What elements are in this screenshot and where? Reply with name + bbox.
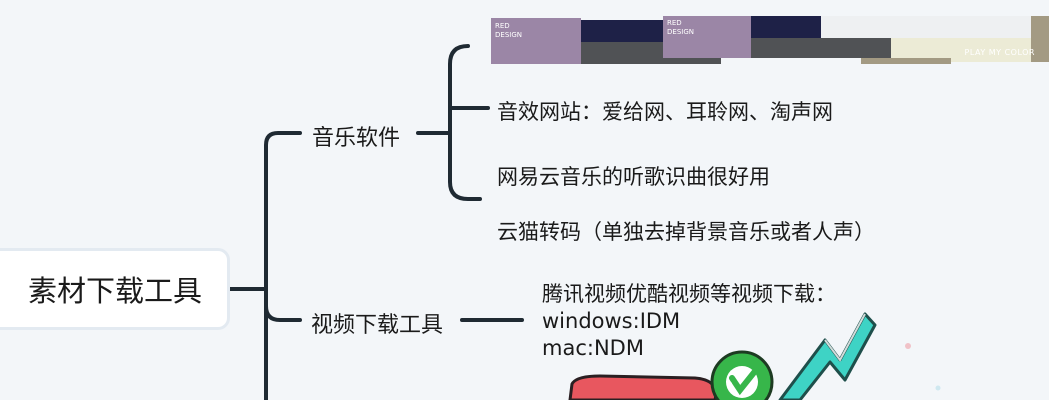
leaf-video-line-3: mac:NDM: [542, 336, 644, 360]
leaf-video-downloaders[interactable]: 腾讯视频优酷视频等视频下载： windows:IDM mac:NDM: [542, 281, 836, 362]
swatch-navy-1: [581, 20, 663, 42]
swatch-taupe-strip: [861, 58, 951, 64]
sticker-dot-2: [935, 385, 941, 391]
leaf-netease-music[interactable]: 网易云音乐的听歌识曲很好用: [497, 165, 770, 189]
decorative-sticker: [568, 312, 941, 400]
swatch-mauve-1: [491, 18, 581, 64]
music-bracket: [448, 44, 482, 201]
leaf-yunmao-transcode[interactable]: 云猫转码（单独去掉背景音乐或者人声）: [497, 220, 875, 244]
sticker-check-icon: [729, 367, 759, 396]
topic-music-software[interactable]: 音乐软件: [312, 126, 401, 151]
root-label: 素材下载工具: [27, 274, 202, 308]
topic-video-download[interactable]: 视频下载工具: [311, 313, 444, 338]
swatch-gray-2: [751, 38, 891, 58]
root-node[interactable]: 素材下载工具: [0, 248, 230, 330]
swatch-navy-2: [751, 16, 821, 38]
brand-text-2: RED DESIGN: [667, 19, 694, 36]
color-palette-banner: RED DESIGN RED DESIGN PLAY MY COLOR: [491, 14, 1049, 64]
brand-text-1: RED DESIGN: [495, 22, 522, 39]
trunk-connector: [264, 131, 302, 400]
sticker-red-shape: [568, 374, 718, 400]
leaf-video-line-2: windows:IDM: [542, 309, 681, 333]
swatch-taupe: [1031, 16, 1049, 62]
swatch-light-gray: [821, 16, 1049, 38]
sticker-teal-shape: [778, 312, 877, 400]
sticker-dot-1: [905, 343, 911, 349]
banner-note: PLAY MY COLOR: [964, 48, 1035, 57]
leaf-sound-sites[interactable]: 音效网站：爱给网、耳聆网、淘声网: [497, 100, 833, 124]
leaf-video-line-1: 腾讯视频优酷视频等视频下载：: [542, 282, 836, 306]
branch-video-connector: [264, 304, 302, 322]
swatch-mauve-2: [663, 16, 751, 58]
